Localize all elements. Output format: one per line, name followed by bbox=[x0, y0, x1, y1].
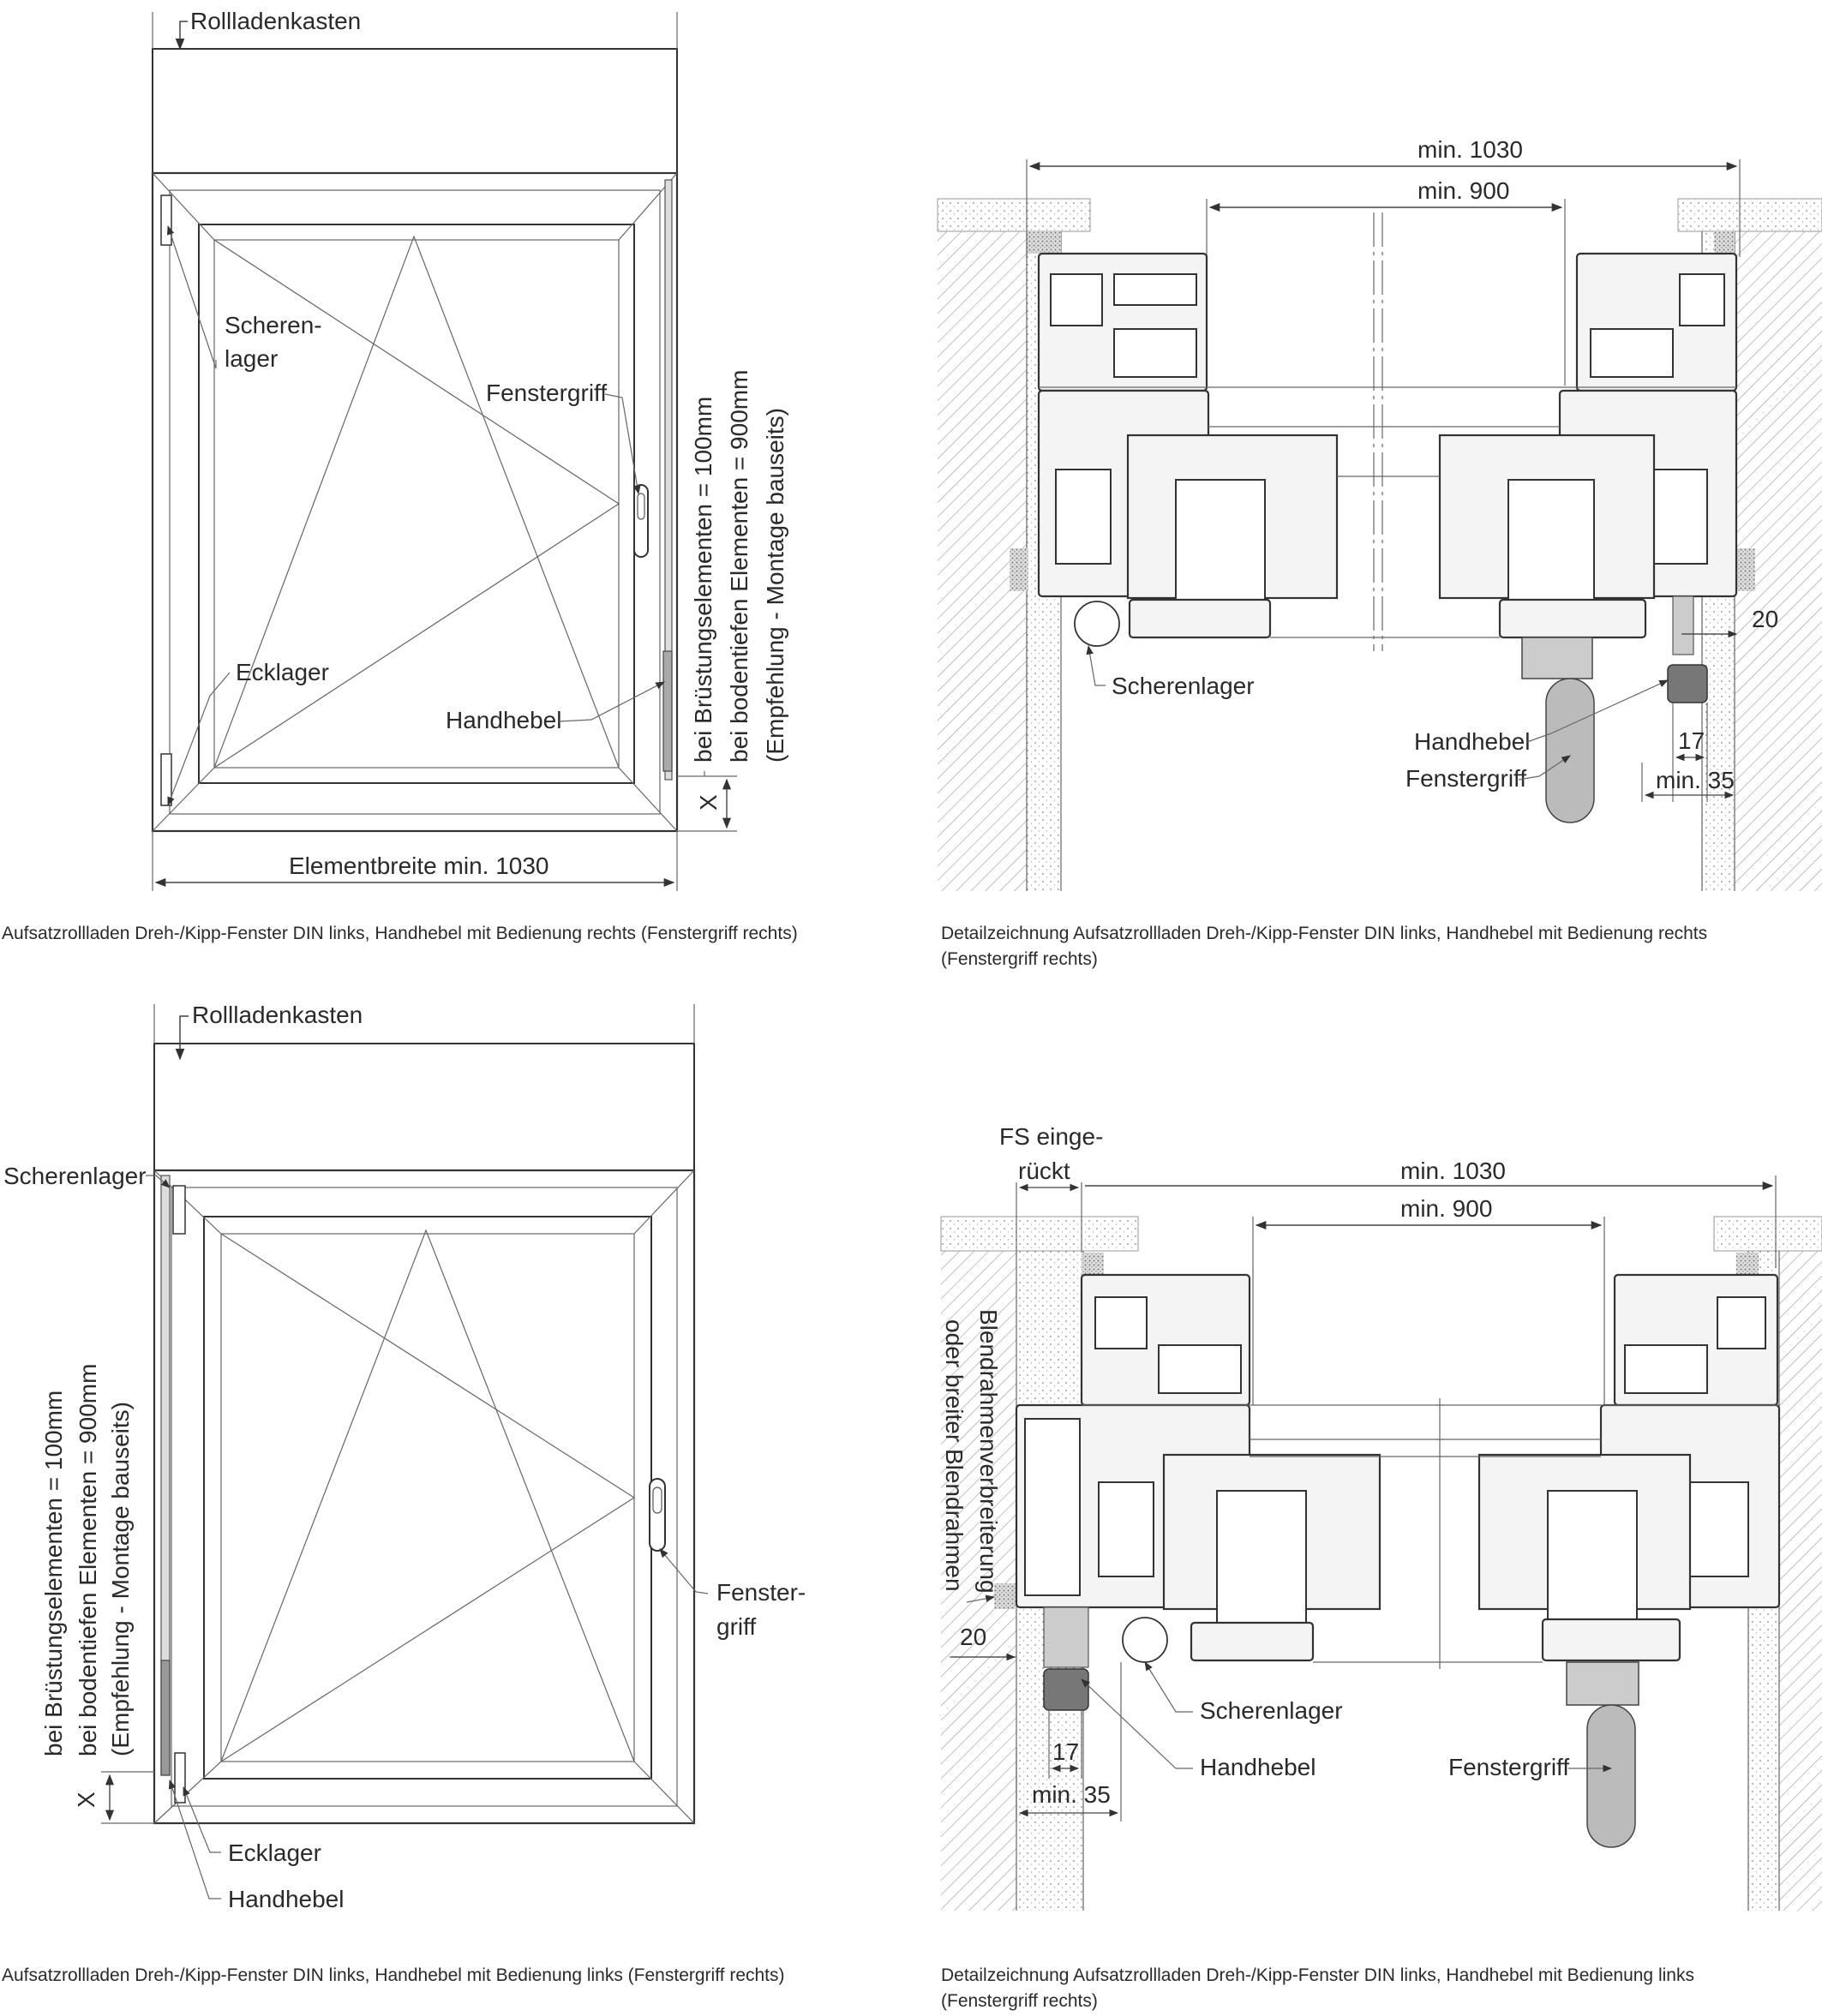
scissor-hinge bbox=[172, 1185, 186, 1235]
scissor-hinge bbox=[160, 194, 172, 246]
window-handle bbox=[1586, 1704, 1636, 1848]
scissor-hinge-label: Scherenlager bbox=[3, 1163, 147, 1189]
vertical-note-2: bei bodentiefen Elementen = 900mm bbox=[726, 370, 752, 763]
dim-inner-label: min. 900 bbox=[1400, 1195, 1492, 1222]
x-dimension-label: X bbox=[695, 794, 722, 811]
element-width-label: Elementbreite min. 1030 bbox=[289, 852, 549, 879]
vertical-note-3: (Empfehlung - Montage bauseits) bbox=[107, 1402, 134, 1756]
caption-panel-4-line-1: Detailzeichnung Aufsatzrollladen Dreh-/K… bbox=[941, 1965, 1694, 1985]
panel-window-elevation-handle-left: Rollladenkasten Scherenlager Fenster- gr… bbox=[2, 1002, 806, 1985]
dim-inner-label: min. 900 bbox=[1417, 177, 1509, 204]
fs-label-2: rückt bbox=[1018, 1158, 1070, 1184]
caption-panel-1: Aufsatzrollladen Dreh-/Kipp-Fenster DIN … bbox=[2, 924, 798, 943]
caption-panel-4-line-2: (Fenstergriff rechts) bbox=[941, 1991, 1098, 2011]
hand-lever-label: Handhebel bbox=[1414, 728, 1530, 755]
dim-outer-label: min. 1030 bbox=[1400, 1158, 1506, 1184]
corner-hinge-label: Ecklager bbox=[228, 1840, 321, 1866]
hand-lever bbox=[160, 1660, 171, 1776]
window-handle bbox=[1545, 678, 1595, 823]
caption-panel-2-line-2: (Fenstergriff rechts) bbox=[941, 949, 1098, 969]
dim-35-label: min. 35 bbox=[1032, 1781, 1111, 1808]
handle-base bbox=[1566, 1661, 1639, 1706]
dim-17-label: 17 bbox=[1678, 727, 1705, 754]
shutter-box bbox=[152, 48, 678, 174]
handle-label: Fenstergriff bbox=[1405, 765, 1526, 792]
handle-label-1: Fenster- bbox=[716, 1579, 806, 1606]
scissor-hinge-label-2: lager bbox=[225, 345, 278, 372]
shutter-box-label: Rollladenkasten bbox=[192, 1002, 363, 1028]
panel-section-handle-left: FS einge- rückt min. 1030 min. 900 Blend… bbox=[940, 1123, 1822, 2011]
corner-hinge-label: Ecklager bbox=[236, 659, 329, 685]
dim-20-label: 20 bbox=[1752, 606, 1778, 632]
dim-20-label: 20 bbox=[960, 1624, 986, 1650]
dim-17-label: 17 bbox=[1052, 1738, 1079, 1765]
scissor-hinge-label: Scherenlager bbox=[1112, 673, 1255, 699]
hand-lever-label: Handhebel bbox=[1200, 1754, 1316, 1780]
hand-lever bbox=[1043, 1668, 1089, 1711]
caption-panel-3: Aufsatzrollladen Dreh-/Kipp-Fenster DIN … bbox=[2, 1965, 785, 1985]
handle-label-2: griff bbox=[716, 1613, 756, 1640]
vertical-note-2: bei bodentiefen Elementen = 900mm bbox=[75, 1364, 101, 1756]
panel-window-elevation-handle-right: Rollladenkasten Scheren- lager Fenstergr… bbox=[2, 8, 798, 943]
shutter-box bbox=[153, 1043, 695, 1171]
panel-section-handle-right: min. 1030 min. 900 bbox=[937, 136, 1822, 969]
hand-lever-label: Handhebel bbox=[228, 1886, 344, 1912]
fs-label-1: FS einge- bbox=[999, 1123, 1103, 1150]
corner-hinge bbox=[160, 753, 172, 806]
x-dimension-label: X bbox=[73, 1792, 99, 1808]
caption-panel-2-line-1: Detailzeichnung Aufsatzrollladen Dreh-/K… bbox=[941, 924, 1707, 943]
shutter-box-label: Rollladenkasten bbox=[190, 8, 361, 34]
handle-label: Fenstergriff bbox=[486, 380, 607, 406]
scissor-hinge-label-1: Scheren- bbox=[225, 312, 322, 338]
hand-lever-label: Handhebel bbox=[446, 707, 561, 733]
scissor-hinge-label: Scherenlager bbox=[1200, 1697, 1343, 1724]
corner-hinge bbox=[174, 1752, 186, 1804]
vertical-note-2: oder breiter Blendrahmen bbox=[941, 1319, 968, 1592]
dim-outer-label: min. 1030 bbox=[1417, 136, 1523, 163]
hand-lever bbox=[662, 650, 673, 772]
hand-lever bbox=[1667, 664, 1708, 703]
handle-base bbox=[1521, 637, 1593, 679]
vertical-note-1: bei Brüstungselementen = 100mm bbox=[690, 397, 716, 763]
vertical-note-1: bei Brüstungselementen = 100mm bbox=[40, 1391, 67, 1756]
vertical-note-1: Blendrahmenverbreiterung bbox=[975, 1309, 1002, 1594]
dim-35-label: min. 35 bbox=[1656, 767, 1735, 793]
handle-label: Fenstergriff bbox=[1448, 1754, 1569, 1780]
vertical-note-3: (Empfehlung - Montage bauseits) bbox=[762, 408, 788, 763]
